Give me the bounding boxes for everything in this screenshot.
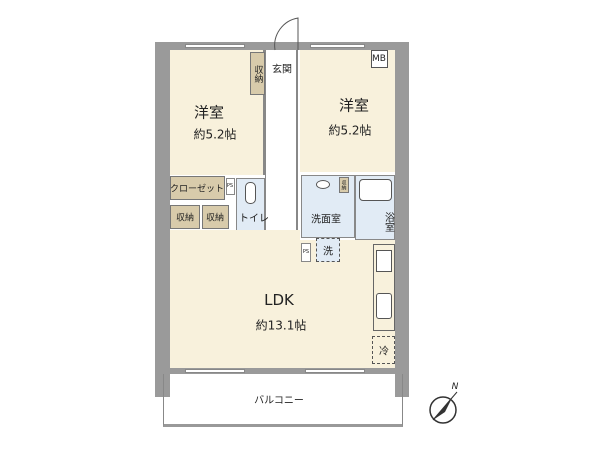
window [185,369,245,373]
pipe-space-2-label: PS [302,249,310,255]
balcony-label: バルコニー [254,395,304,407]
window [310,44,365,48]
west-bedroom-name: 洋室 [193,103,225,122]
closet [170,176,225,200]
entrance-label: 玄関 [272,64,292,76]
storage [250,52,265,95]
washroom-label: 洗面室 [311,214,341,226]
closet-label: クローゼット [169,184,225,195]
ldk-area: 約13.1帖 [255,318,307,333]
ldk-upper [170,230,300,242]
meter-box-label: MB [372,54,386,64]
toilet-label: トイレ [239,213,269,225]
east-bedroom-name: 洋室 [338,96,370,115]
stove-icon [376,250,392,272]
washer-space [316,238,340,262]
west-bedroom [170,50,265,175]
fridge-label: 冷 [379,346,389,358]
east-bedroom-area: 約5.2帖 [328,123,372,138]
exterior-wall-left [155,42,170,397]
pipe-space [226,178,235,195]
exterior-wall-top [155,42,409,50]
window [185,44,245,48]
exterior-wall-right [395,42,409,397]
east-bedroom [300,50,395,172]
storage-2-label: 収納 [175,213,195,224]
storage-2 [170,205,200,229]
pipe-space-2 [301,243,311,262]
bathtub-icon [359,179,392,201]
toilet-fixture [245,182,256,204]
corridor [265,50,298,240]
storage-3 [202,205,229,229]
balcony [163,374,403,427]
exterior-wall-bottom [155,368,409,374]
ldk [170,240,395,368]
kitchen-sink-icon [376,293,392,319]
west-bedroom-area: 約5.2帖 [193,127,237,142]
washroom-storage-label: 収納 [340,180,347,190]
meter-box [371,50,388,68]
compass-north-label: N [451,382,459,392]
fridge-space [372,336,395,364]
storage-3-label: 収納 [205,213,225,224]
sink-icon [316,180,330,189]
washer-label: 洗 [323,246,333,258]
bath-label: 浴室 [382,212,394,232]
entrance-door[interactable] [270,8,300,52]
north-compass-icon [429,391,458,424]
washroom-storage [339,177,349,193]
storage-label: 収納 [252,65,263,83]
ldk-name: LDK [264,291,294,309]
window [305,369,365,373]
pipe-space-label: PS [226,183,234,189]
